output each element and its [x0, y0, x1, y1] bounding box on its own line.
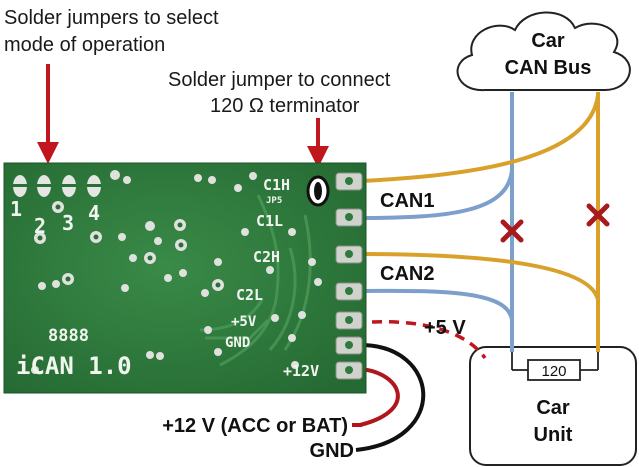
- wire-gnd: [355, 343, 426, 452]
- resistor-value: 120: [541, 363, 566, 380]
- label-plus12v: +12 V (ACC or BAT): [162, 415, 348, 437]
- pcb-traces: [199, 194, 312, 367]
- silk-plus5v: +5V: [231, 314, 257, 330]
- silk-8888: 8888: [48, 326, 89, 346]
- silk-jumper-1: 1: [10, 197, 22, 221]
- silk-c2l: C2L: [236, 286, 263, 304]
- wire-plus12v: [359, 367, 400, 427]
- label-can1: CAN1: [380, 190, 434, 212]
- wire-can1-low: [359, 169, 514, 220]
- silk-jumper-3: 3: [62, 211, 74, 235]
- car-unit-box: 120 Car Unit: [469, 346, 637, 466]
- silk-c1h: C1H: [263, 176, 290, 194]
- annotation-terminator-line2: 120 Ω terminator: [210, 95, 360, 117]
- car-can-bus-cloud: Car CAN Bus: [456, 11, 631, 92]
- wire-can1-high: [359, 94, 600, 183]
- terminator-jumper-jp5: [306, 175, 330, 207]
- silk-jumper-2: 2: [34, 214, 46, 238]
- car-unit-label-line1: Car: [536, 397, 570, 419]
- cloud-label-line2: CAN Bus: [505, 57, 592, 79]
- annotation-mode-line2: mode of operation: [4, 34, 165, 56]
- wire-plus5v-dashed: [371, 320, 487, 360]
- wire-can2-low: [359, 288, 514, 321]
- silk-board-name: iCAN 1.0: [16, 352, 132, 380]
- arrow-mode-jumpers: [37, 64, 59, 164]
- silk-jumper-4: 4: [88, 201, 100, 225]
- label-can2: CAN2: [380, 263, 434, 285]
- silk-c1l: C1L: [256, 212, 283, 230]
- annotation-terminator-line1: Solder jumper to connect: [168, 69, 391, 91]
- annotation-mode-line1: Solder jumpers to select: [4, 7, 219, 29]
- cloud-label-line1: Car: [531, 30, 565, 52]
- cut-mark-can-low: [500, 219, 524, 243]
- silk-gnd: GND: [225, 335, 250, 351]
- label-plus5v: +5 V: [424, 317, 466, 339]
- silk-c2h: C2H: [253, 248, 280, 266]
- label-gnd: GND: [310, 440, 354, 462]
- wire-can2-high: [359, 252, 600, 301]
- cut-mark-can-high: [586, 203, 610, 227]
- arrow-terminator-jumper: [307, 118, 329, 168]
- car-unit-label-line2: Unit: [534, 424, 573, 446]
- pcb-board: 1 2 3 4 C1H JP5 C1L C2H C2L +5V GND +12V…: [3, 162, 367, 394]
- silk-plus12v: +12V: [283, 362, 319, 380]
- pcb-vias: [31, 170, 322, 374]
- silk-jp5: JP5: [266, 196, 282, 206]
